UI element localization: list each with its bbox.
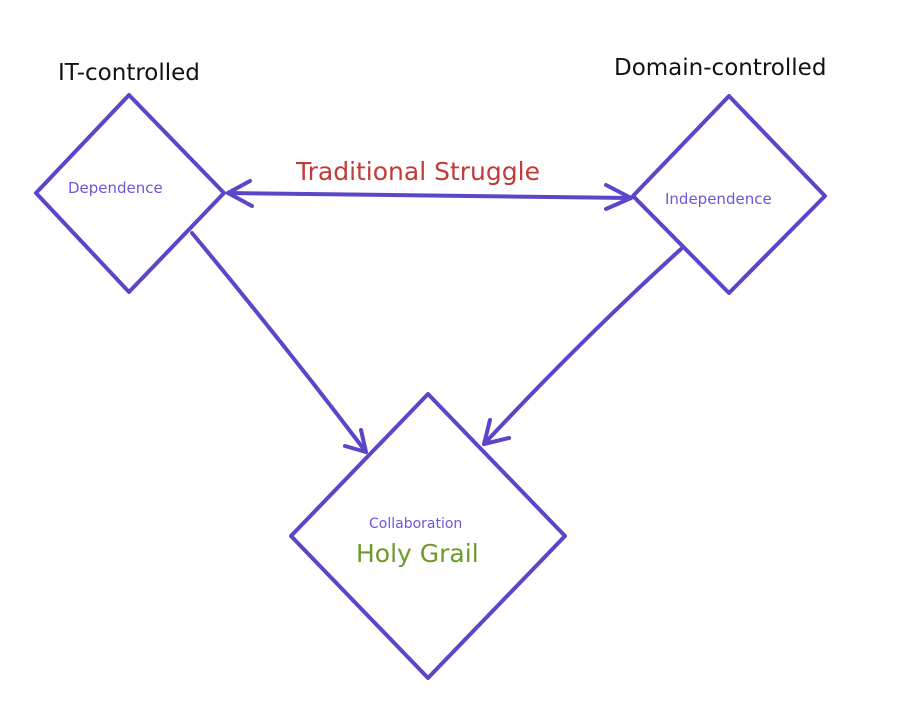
left-arrow-line <box>190 231 368 454</box>
struggle-arrow-line <box>226 191 633 200</box>
right-arrow-line <box>482 247 683 446</box>
independence-label: Independence <box>665 190 772 208</box>
collaboration-label: Collaboration <box>369 516 462 532</box>
it-controlled-caption: IT-controlled <box>58 60 200 86</box>
collaboration-diamond <box>289 392 567 680</box>
dependence-to-collaboration-edge[interactable] <box>190 231 368 454</box>
traditional-struggle-label: Traditional Struggle <box>295 157 540 186</box>
collaboration-node[interactable]: Collaboration Holy Grail <box>289 392 567 680</box>
left-arrowhead <box>343 428 368 454</box>
domain-controlled-caption: Domain-controlled <box>614 55 826 81</box>
independence-node[interactable]: Independence <box>631 94 827 295</box>
right-arrowhead <box>482 418 511 446</box>
struggle-arrowhead-right <box>604 183 633 211</box>
independence-diamond <box>631 94 827 295</box>
struggle-arrowhead-left <box>226 179 254 208</box>
dependence-diamond <box>34 93 226 294</box>
holy-grail-label: Holy Grail <box>356 539 479 568</box>
traditional-struggle-edge[interactable]: Traditional Struggle <box>226 157 633 211</box>
dependence-label: Dependence <box>68 179 163 197</box>
dependence-node[interactable]: Dependence <box>34 93 226 294</box>
independence-to-collaboration-edge[interactable] <box>482 247 683 446</box>
